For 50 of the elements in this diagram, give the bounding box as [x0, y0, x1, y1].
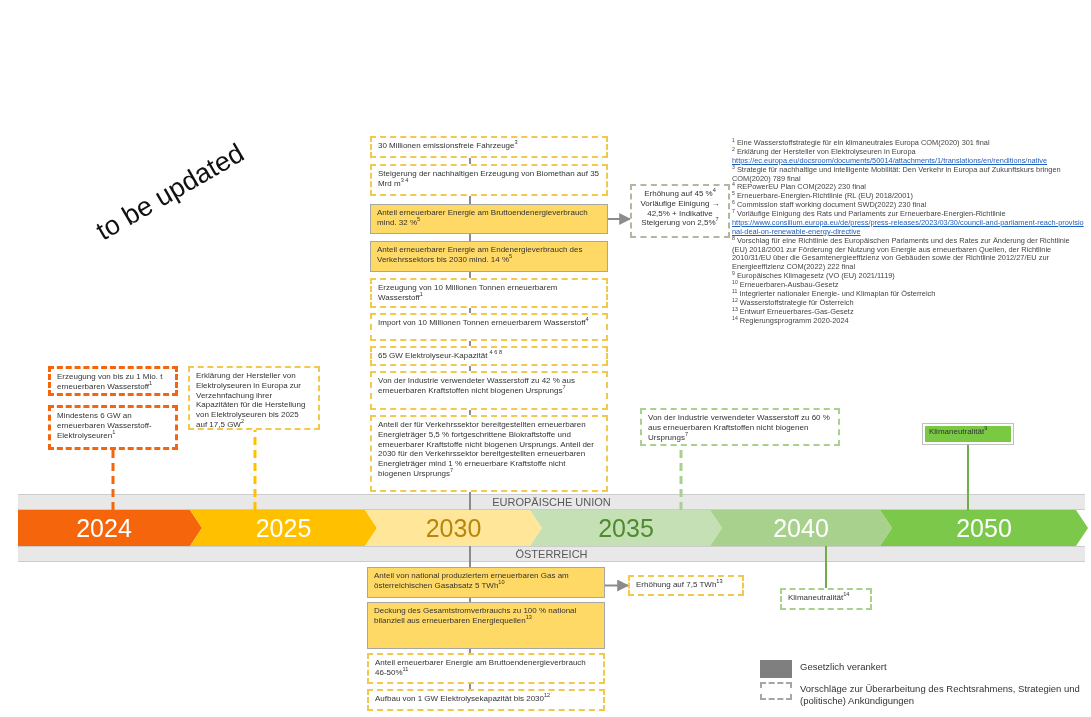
timeline-segment: 2024 [18, 510, 202, 546]
goal-box: Mindestens 6 GW an erneuerbaren Wasserstoff-Elektrolyseuren$^{1}$ [48, 405, 178, 450]
goal-box: Von der Industrie verwendeter Wasserstoff zu 60 % aus erneuerbaren Kraftstoffen nicht biogenen Ursprungs$^{7}$ [640, 408, 840, 446]
goal-box: Erhöhung auf 7,5 TWh$^{13}$ [628, 575, 744, 596]
region-band: EUROPÄISCHE UNION [18, 494, 1085, 510]
connector-line [469, 307, 471, 314]
connector-line [469, 195, 471, 205]
goal-box: Aufbau von 1 GW Elektrolysekapazität bis 2030$^{12}$ [367, 689, 605, 711]
timeline-segment: 2025 [190, 510, 377, 546]
timeline-segment: 2030 [365, 510, 542, 546]
connector-line [469, 340, 471, 347]
connector-line [469, 683, 471, 690]
timeline-segment: 2040 [710, 510, 892, 546]
goal-box: Deckung des Gesamtstromverbrauchs zu 100 % national bilanziell aus erneuerbaren Energiequellen$^{13}$ [367, 602, 605, 649]
connector-line [469, 597, 471, 603]
timeline-segment: 2050 [880, 510, 1088, 546]
goal-box: Steigerung der nachhaltigen Erzeugung von Biomethan auf 35 Mrd m$^{3 4}$ [370, 164, 608, 196]
connector-line [111, 450, 115, 510]
goal-box: Anteil erneuerbarer Energie am Bruttoendenergieverbrauch 46-50%$^{11}$ [367, 653, 605, 684]
arrow [604, 579, 630, 592]
connector-line [469, 157, 471, 165]
goal-box: 30 Millionen emissionsfreie Fahrzeuge$^{3}$ [370, 136, 608, 158]
goal-box: Import von 10 Millionen Tonnen erneuerbarem Wasserstoff$^{4}$ [370, 313, 608, 341]
timeline-segment: 2035 [530, 510, 722, 546]
legend-text: Vorschläge zur Überarbeitung des Rechtsrahmens, Strategien und (politische) Ankündigungen [800, 683, 1081, 708]
goal-box: Erzeugung von bis zu 1 Mio. t erneuerbaren Wasserstoff$^{1}$ [48, 366, 178, 396]
connector-line [469, 545, 471, 568]
connector-line [469, 409, 471, 416]
connector-line [469, 491, 471, 511]
goal-box: Anteil erneuerbarer Energie am Bruttoendenergieverbrauch mind. 32 %$^{5}$ [370, 204, 608, 234]
region-band: ÖSTERREICH [18, 546, 1085, 562]
goal-box: Anteil der für Verkehrssektor bereitgestellten erneuerbaren Energieträger 5,5 % fortgeschrittene Biokraftstoffe und erneuerbarer Kraftstoffe nicht biogenen Ursprungs. Anteil der 2030 für den Verkehrssektor bereitgestellten erneuerbaren Energieträger mind 1 % erneuerbare Kraftstoffe nicht biogenen Ursprungs$^{7}$ [370, 415, 608, 492]
arrow [607, 213, 632, 225]
connector-line [253, 430, 257, 510]
goal-box: Erklärung der Hersteller von Elektrolyseuren in Europa zur Verzehnfachung ihrer Kapazitäten für die Herstellung von Elektrolyseuren bis 2025 auf 17,5 GW$^{2}$ [188, 366, 320, 430]
connector-line [469, 233, 471, 242]
connector-line [469, 271, 471, 279]
goal-box: Klimaneutralität$^{14}$ [780, 588, 872, 610]
goal-box: Anteil erneuerbarer Energie am Endenergieverbrauch des Verkehrssektors bis 2030 mind. 14 %$^{5}$ [370, 241, 608, 272]
connector-line [967, 444, 969, 511]
goal-box: 65 GW Elektrolyseur-Kapazität $^{4 6 8}$ [370, 346, 608, 366]
connector-line [825, 545, 827, 589]
connector-line [469, 365, 471, 372]
goal-box: Anteil von national produziertem erneuerbaren Gas am österreichischen Gasabsatz 5 TWh$^{10}$ [367, 567, 605, 598]
goal-box: Von der Industrie verwendeter Wasserstoff zu 42 % aus erneuerbaren Kraftstoffen nicht biogenen Ursprungs$^{7}$ [370, 371, 608, 410]
connector-line [469, 648, 471, 654]
goal-box: Erhöhung auf 45 %$^{4}$ Vorläufige Einigung → 42,5% + Indikative Steigerung von 2,5%$^{7}$ [630, 184, 730, 238]
legend-text: Gesetzlich verankert [800, 661, 888, 674]
goal-box: Erzeugung von 10 Millionen Tonnen erneuerbarem Wasserstoff$^{1}$ [370, 278, 608, 308]
goal-box: Klimaneutralität$^{9}$ [922, 423, 1014, 445]
